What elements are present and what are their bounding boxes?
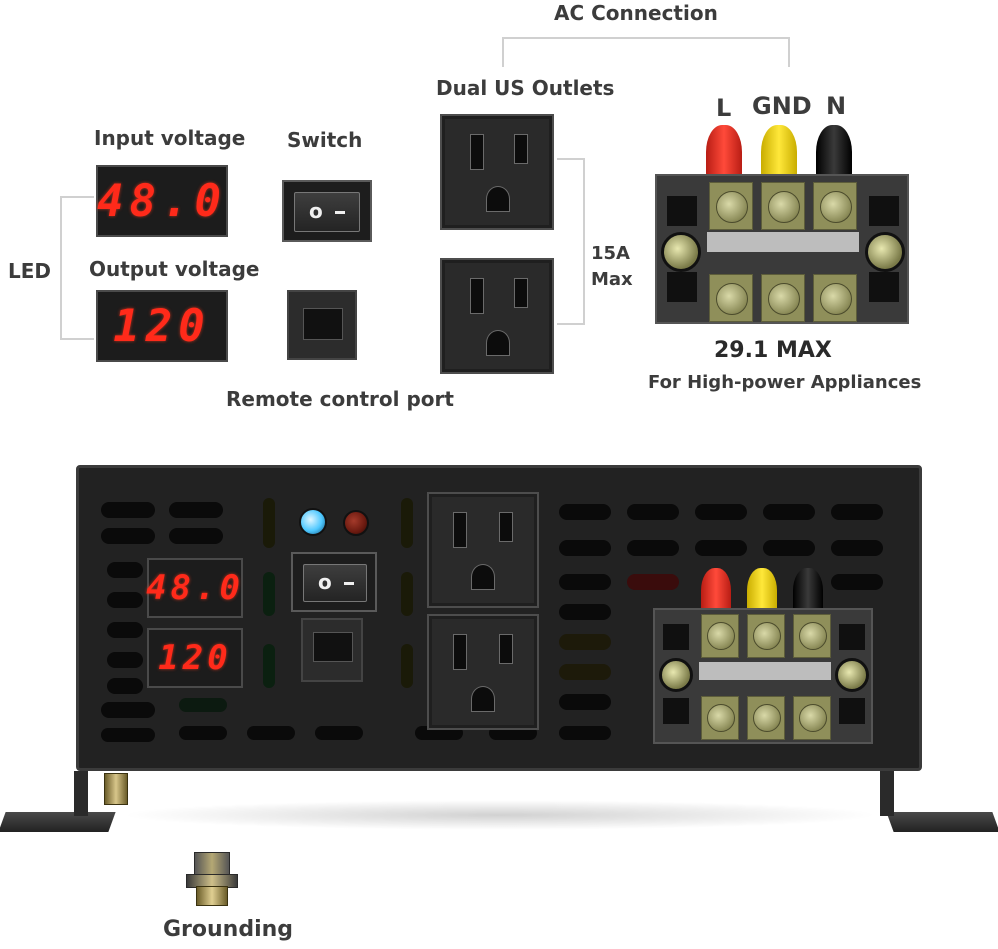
- left-mounting-upright: [74, 771, 88, 816]
- switch-label: Switch: [287, 128, 363, 152]
- panel-remote-port[interactable]: [301, 618, 363, 682]
- right-mounting-upright: [880, 771, 894, 816]
- panel-outlet-top[interactable]: [427, 492, 539, 608]
- remote-port-label: Remote control port: [226, 387, 454, 411]
- power-switch[interactable]: o: [282, 180, 372, 242]
- input-voltage-label: Input voltage: [94, 126, 246, 150]
- panel-power-switch[interactable]: o: [291, 552, 377, 612]
- ac-connection-bracket: [502, 37, 790, 67]
- max-current-label: 15A Max: [591, 243, 633, 290]
- led-bracket: [60, 196, 94, 340]
- terminal-n-label: N: [826, 92, 847, 120]
- us-outlet-bottom[interactable]: [440, 258, 554, 374]
- panel-output-display: 120: [147, 628, 243, 688]
- panel-ground-stud[interactable]: [104, 773, 128, 805]
- high-power-label: For High-power Appliances: [648, 372, 922, 393]
- input-voltage-display: 48.0: [96, 165, 228, 237]
- output-voltage-display: 120: [96, 290, 228, 362]
- terminal-gnd-label: GND: [752, 92, 812, 120]
- output-voltage-label: Output voltage: [89, 257, 260, 281]
- remote-control-port[interactable]: [287, 290, 357, 360]
- outlets-bracket: [557, 158, 585, 325]
- right-mounting-foot: [886, 812, 998, 832]
- panel-outlet-bottom[interactable]: [427, 614, 539, 730]
- panel-input-display: 48.0: [146, 558, 243, 618]
- terminal-l-label: L: [716, 94, 732, 122]
- dual-outlets-label: Dual US Outlets: [436, 76, 615, 100]
- left-mounting-foot: [0, 812, 116, 832]
- inverter-front-panel: 48.0 120 o: [76, 465, 922, 771]
- status-light-blue: [299, 508, 327, 536]
- us-outlet-top[interactable]: [440, 114, 554, 230]
- rocker-switch-icon: o: [294, 192, 360, 232]
- status-light-red: [343, 510, 369, 536]
- ac-connection-label: AC Connection: [554, 1, 718, 25]
- ground-stud-icon: [186, 852, 238, 906]
- led-label: LED: [8, 259, 52, 283]
- terminal-max-label: 29.1 MAX: [714, 338, 832, 363]
- grounding-label: Grounding: [163, 917, 294, 942]
- us-outlet-icon: [486, 186, 510, 212]
- terminal-block-icon: [655, 174, 909, 324]
- rj45-port-icon: [303, 308, 343, 340]
- panel-terminal-block[interactable]: [653, 608, 873, 744]
- panel-shadow: [120, 800, 880, 830]
